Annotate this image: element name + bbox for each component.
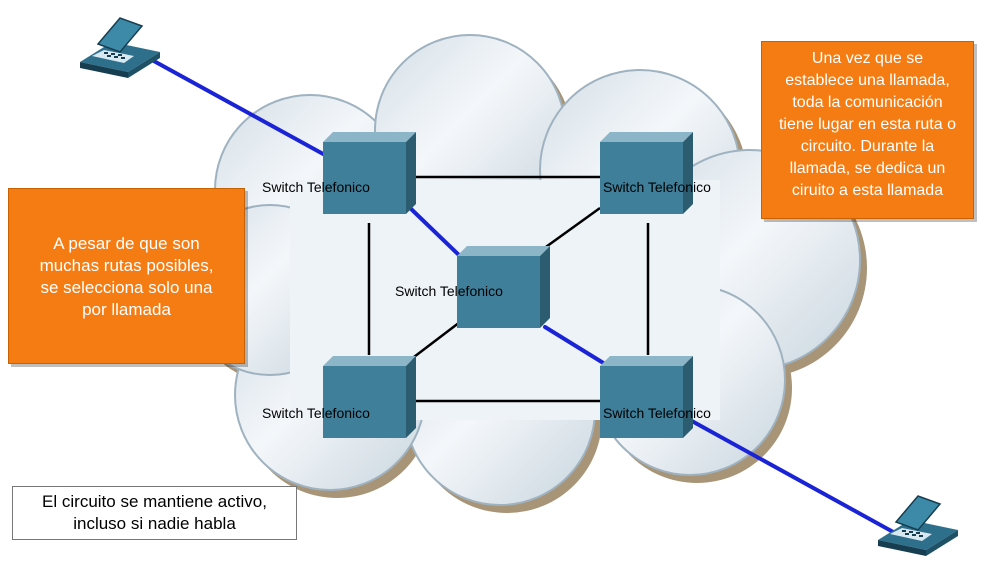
switch-label-bottom-left: Switch Telefonico: [262, 405, 370, 421]
note-dedicated-circuit: Una vez que se establece una llamada, to…: [761, 41, 974, 219]
switch-label-top-left: Switch Telefonico: [262, 179, 370, 195]
switch-cube-icon-bottom-left: [323, 356, 416, 438]
path-phone-to-switch: [150, 58, 327, 157]
link-center-bottomleft: [409, 321, 461, 361]
switch-cube-icon-bottom-right: [600, 356, 693, 438]
note-line: Una vez que se: [811, 50, 924, 67]
switch-cube-icon-top-right: [600, 132, 693, 214]
note-line: incluso si nadie habla: [73, 514, 236, 533]
note-line: muchas rutas posibles,: [39, 256, 214, 275]
note-line: toda la comunicación: [792, 94, 943, 111]
note-line: ciruito a esta llamada: [791, 182, 944, 199]
switch-cube-icon-center: [457, 246, 550, 328]
note-multiple-paths: A pesar de que son muchas rutas posibles…: [8, 188, 245, 364]
note-line: se selecciona solo una: [40, 278, 213, 297]
switch-cube-icon-top-left: [323, 132, 416, 214]
telephone-icon-bottom: [878, 495, 958, 556]
switch-label-top-right: Switch Telefonico: [603, 179, 711, 195]
note-line: establece una llamada,: [785, 72, 950, 89]
note-circuit-active: El circuito se mantiene activo, incluso …: [12, 486, 297, 540]
switch-label-bottom-right: Switch Telefonico: [603, 405, 711, 421]
note-line: llamada, se dedica un: [789, 160, 946, 177]
path-switch-to-phone: [688, 418, 897, 535]
switch-label-center: Switch Telefonico: [395, 283, 503, 299]
path-center-to-switch: [543, 325, 607, 366]
telephone-icon-top: [80, 17, 160, 78]
active-path: [150, 58, 897, 535]
note-line: A pesar de que son: [53, 234, 200, 253]
note-line: El circuito se mantiene activo,: [42, 492, 267, 511]
path-switch-to-center: [406, 204, 464, 260]
note-line: por llamada: [82, 300, 171, 319]
note-line: circuito. Durante la: [800, 138, 935, 155]
note-line: tiene lugar en esta ruta o: [778, 116, 956, 133]
